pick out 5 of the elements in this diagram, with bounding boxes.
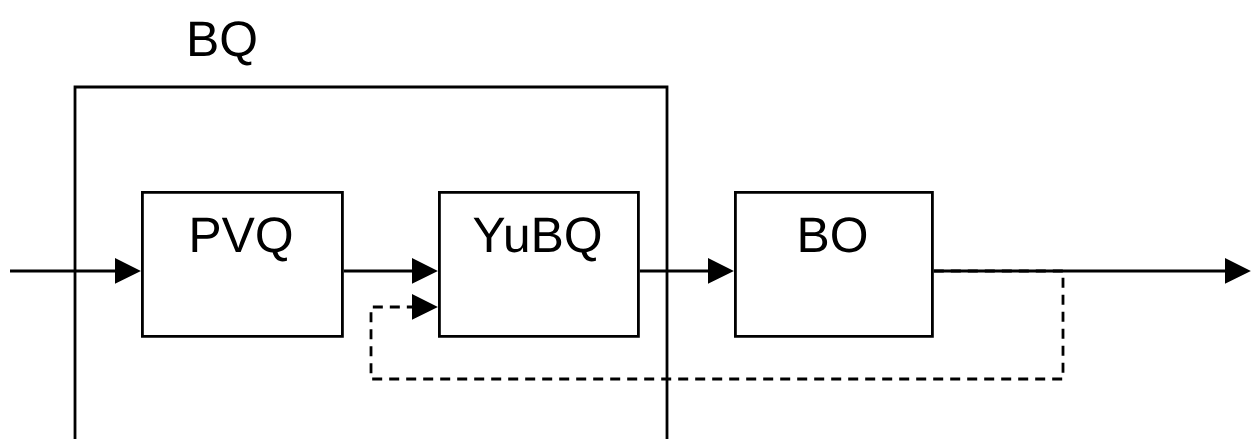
process-box: BO <box>734 191 934 338</box>
feedback-arrow <box>369 269 1065 381</box>
process-box: PVQ <box>141 191 344 338</box>
process-box: YuBQ <box>438 191 640 338</box>
frame-heading: BQ <box>190 21 256 66</box>
